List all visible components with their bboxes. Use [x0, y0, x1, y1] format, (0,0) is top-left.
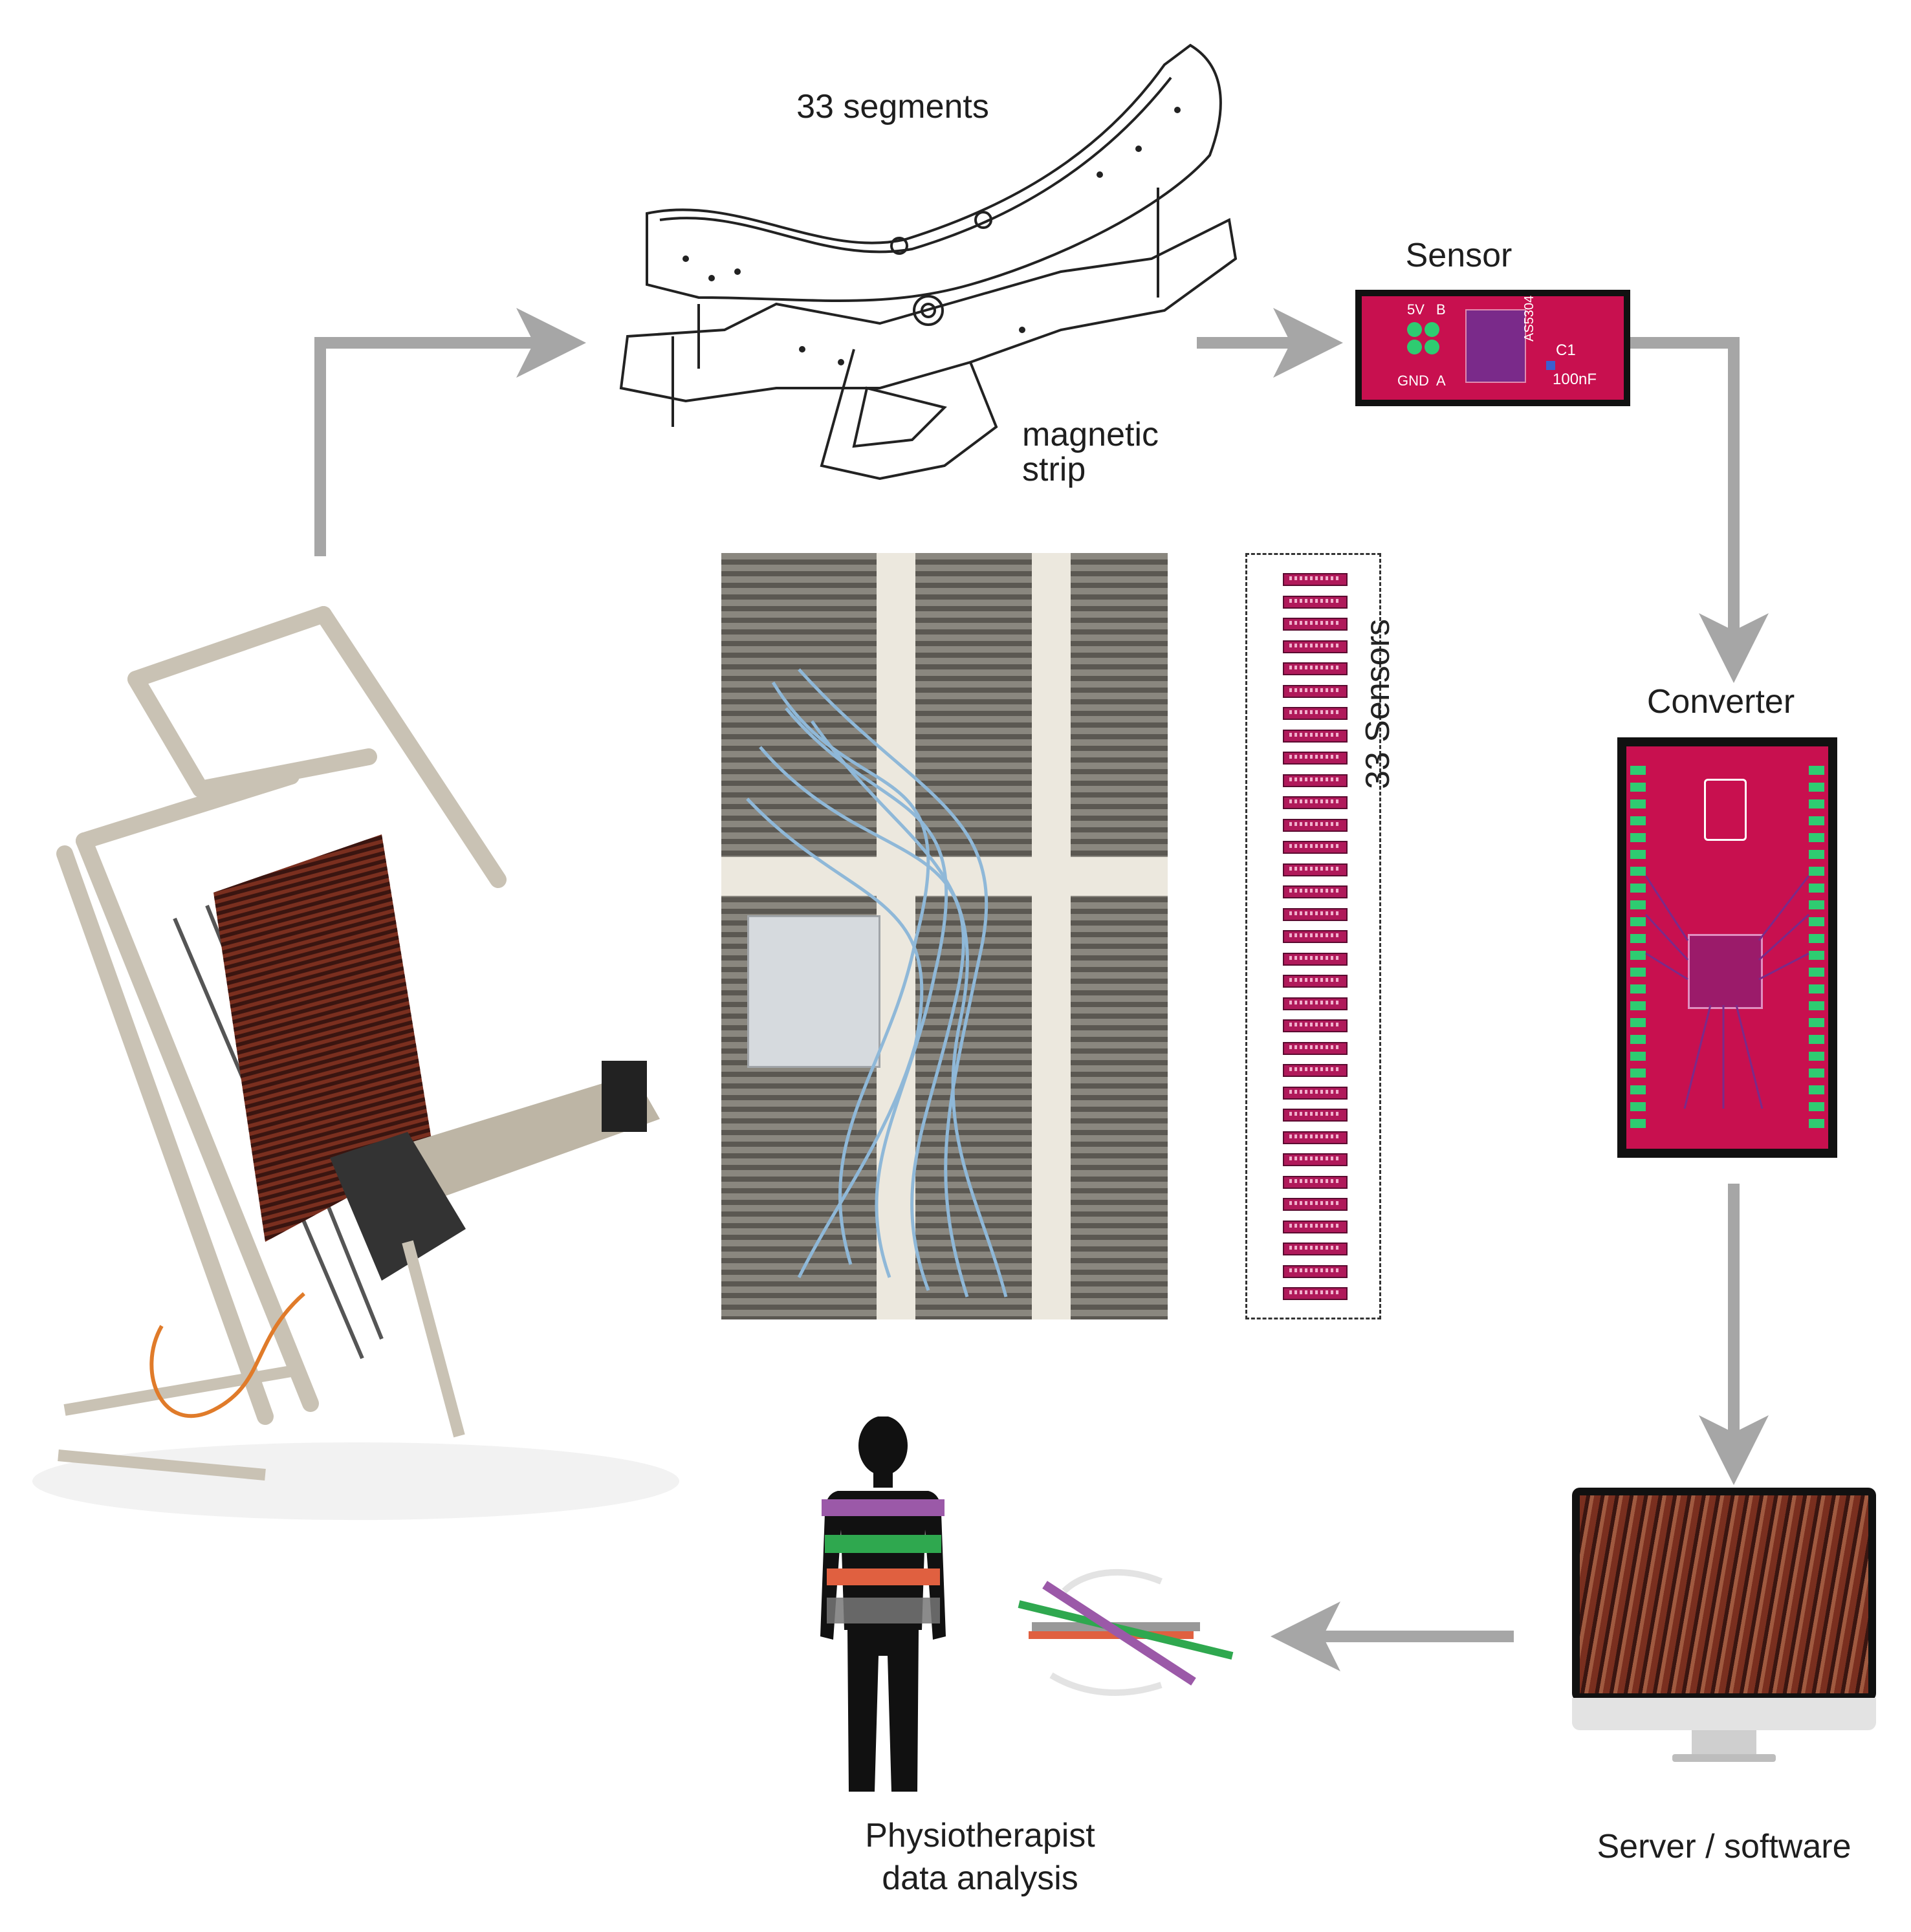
converter-pcb — [1617, 737, 1837, 1158]
sensor-unit — [1283, 841, 1348, 854]
sensor-label: Sensor — [1405, 237, 1512, 274]
sensor-unit — [1283, 975, 1348, 988]
frame-column-right — [1032, 553, 1071, 1319]
server-monitor — [1572, 1488, 1876, 1701]
sensor-unit — [1283, 1064, 1348, 1077]
sensor-unit — [1283, 1243, 1348, 1255]
sensor-unit — [1283, 1086, 1348, 1100]
segment-line-drawing — [619, 43, 1238, 481]
sensor-unit — [1283, 640, 1348, 653]
sensor-unit — [1283, 662, 1348, 675]
physio-line1: Physiotherapist — [865, 1817, 1095, 1854]
sensor-pcb: 5V B GND A AS5304 C1 100nF — [1355, 290, 1630, 406]
sensor-unit — [1283, 952, 1348, 966]
chip-label: AS5304 — [1522, 295, 1536, 342]
converter-logo — [1704, 779, 1747, 841]
physio-line2: data analysis — [882, 1860, 1078, 1897]
rotation-bands-icon — [1018, 1568, 1234, 1696]
sensor-array-box — [1245, 553, 1381, 1319]
sensor-unit — [1283, 1019, 1348, 1032]
monitor-screen — [1580, 1495, 1868, 1693]
magnetic-strip-label: magnetic strip — [1022, 417, 1159, 487]
human-figure — [820, 1416, 946, 1792]
sensors-count-label: 33 Sensors — [1359, 618, 1397, 789]
sensor-unit — [1283, 1109, 1348, 1122]
wiring-photo — [721, 553, 1168, 1319]
junction-box — [747, 915, 880, 1068]
arrow-sensor-to-converter — [1630, 337, 1769, 683]
sensor-unit — [1283, 1198, 1348, 1211]
sensor-unit — [1283, 1041, 1348, 1055]
sensor-unit — [1283, 595, 1348, 609]
converter-traces — [1644, 875, 1810, 1109]
sensor-unit — [1283, 684, 1348, 698]
physio-label: Physiotherapist data analysis — [865, 1814, 1095, 1900]
magnetic-strip-line2: strip — [1022, 451, 1086, 488]
sensor-unit — [1283, 907, 1348, 921]
right-pin-header — [1809, 766, 1824, 1128]
sensor-unit — [1283, 1287, 1348, 1300]
sensor-strip — [1247, 555, 1379, 1318]
magnetic-strip-line1: magnetic — [1022, 416, 1159, 453]
sensor-chip — [1465, 309, 1526, 383]
monitor-base — [1672, 1754, 1776, 1762]
segment-stack — [213, 834, 433, 1242]
sensor-unit — [1283, 752, 1348, 765]
cap-name: C1 — [1556, 342, 1576, 359]
sensor-unit — [1283, 707, 1348, 720]
sensor-unit — [1283, 573, 1348, 586]
converter-label: Converter — [1646, 683, 1795, 721]
sensor-unit — [1283, 618, 1348, 631]
arrow-chair-to-segments — [314, 308, 586, 556]
band-gray — [827, 1598, 940, 1623]
sensor-unit — [1283, 1131, 1348, 1144]
sensor-unit — [1283, 885, 1348, 898]
cables — [746, 668, 1008, 1297]
segments-label: 33 segments — [796, 88, 989, 125]
capacitor — [1546, 361, 1555, 370]
left-pin-header — [1630, 766, 1646, 1128]
sensor-unit — [1283, 997, 1348, 1010]
server-label: Server / software — [1597, 1828, 1851, 1865]
sensor-unit — [1283, 930, 1348, 943]
sensor-unit — [1283, 774, 1348, 787]
converter-chip — [1688, 934, 1763, 1009]
monitor-chin — [1572, 1698, 1876, 1730]
band-purple — [822, 1499, 945, 1516]
band-green — [825, 1535, 941, 1553]
pin-a: A — [1436, 373, 1446, 389]
connector-pads — [1407, 322, 1439, 354]
sensor-unit — [1283, 818, 1348, 832]
pin-b: B — [1436, 301, 1446, 318]
sensor-unit — [1283, 1264, 1348, 1278]
sensor-unit — [1283, 1153, 1348, 1166]
measurement-chair-device — [32, 606, 679, 1520]
pin-gnd: GND — [1397, 373, 1429, 389]
sensor-unit — [1283, 1175, 1348, 1189]
pin-5v: 5V — [1407, 301, 1425, 318]
band-orange — [827, 1568, 940, 1585]
sensor-unit — [1283, 729, 1348, 743]
sensor-unit — [1283, 796, 1348, 809]
cap-value: 100nF — [1553, 371, 1597, 388]
sensor-unit — [1283, 863, 1348, 876]
sensor-unit — [1283, 1220, 1348, 1233]
